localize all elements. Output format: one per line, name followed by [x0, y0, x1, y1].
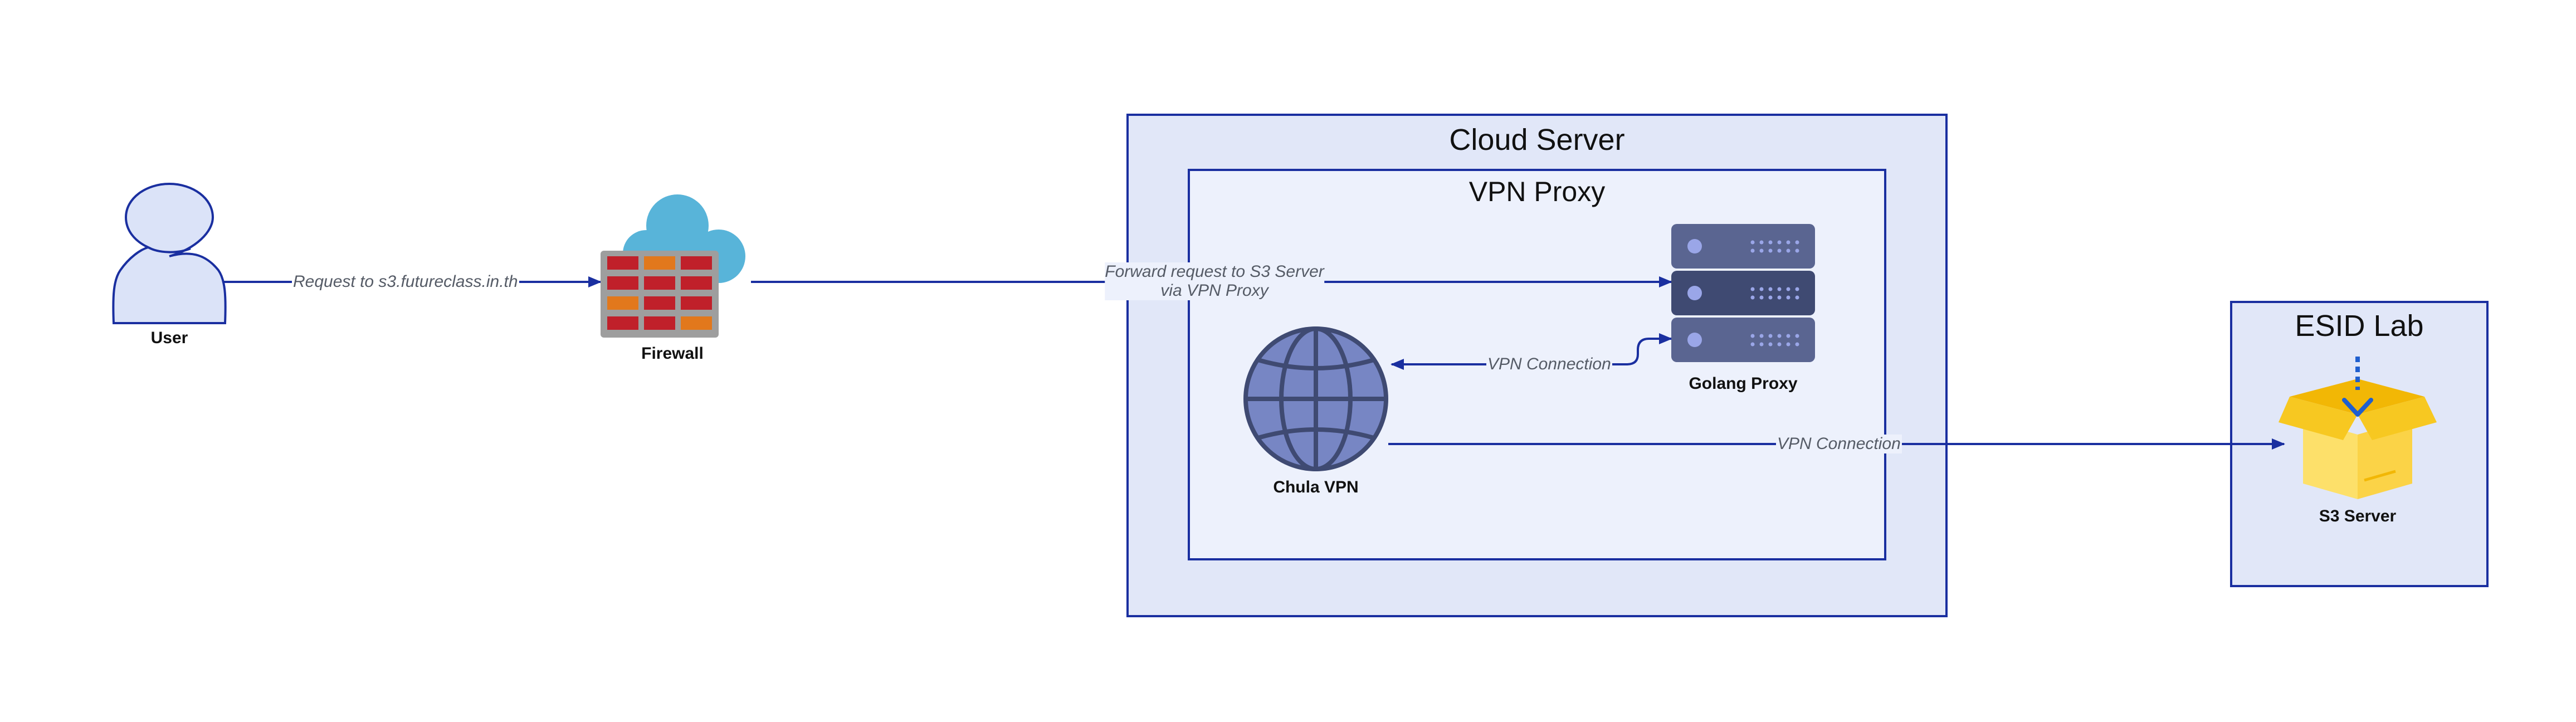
s3-server-label: S3 Server — [2319, 507, 2397, 525]
firewall-icon — [601, 194, 745, 338]
edge-label-firewall-to-proxy-line1: Forward request to S3 Server — [1105, 262, 1324, 281]
download-arrow-icon — [2342, 357, 2373, 417]
globe-icon — [1243, 326, 1388, 471]
cloud-server-title: Cloud Server — [1449, 123, 1625, 157]
storage-box-icon — [2279, 357, 2437, 499]
edge-label-firewall-to-proxy: Forward request to S3 Server via VPN Pro… — [1104, 262, 1325, 300]
edge-label-vpn-to-s3: VPN Connection — [1776, 435, 1902, 453]
user-label: User — [150, 329, 188, 347]
vpn-proxy-title: VPN Proxy — [1468, 176, 1606, 207]
edge-label-proxy-to-vpn: VPN Connection — [1486, 355, 1612, 374]
edge-label-firewall-to-proxy-line2: via VPN Proxy — [1105, 281, 1324, 300]
edge-label-user-to-firewall: Request to s3.futureclass.in.th — [292, 272, 519, 291]
chula-vpn-label: Chula VPN — [1273, 478, 1359, 496]
user-icon — [112, 182, 227, 324]
firewall-label: Firewall — [641, 344, 704, 363]
golang-proxy-label: Golang Proxy — [1689, 374, 1798, 393]
server-rack-icon — [1671, 224, 1815, 362]
edge-proxy-to-vpn — [1391, 333, 1672, 370]
esid-lab-title: ESID Lab — [2295, 309, 2424, 343]
